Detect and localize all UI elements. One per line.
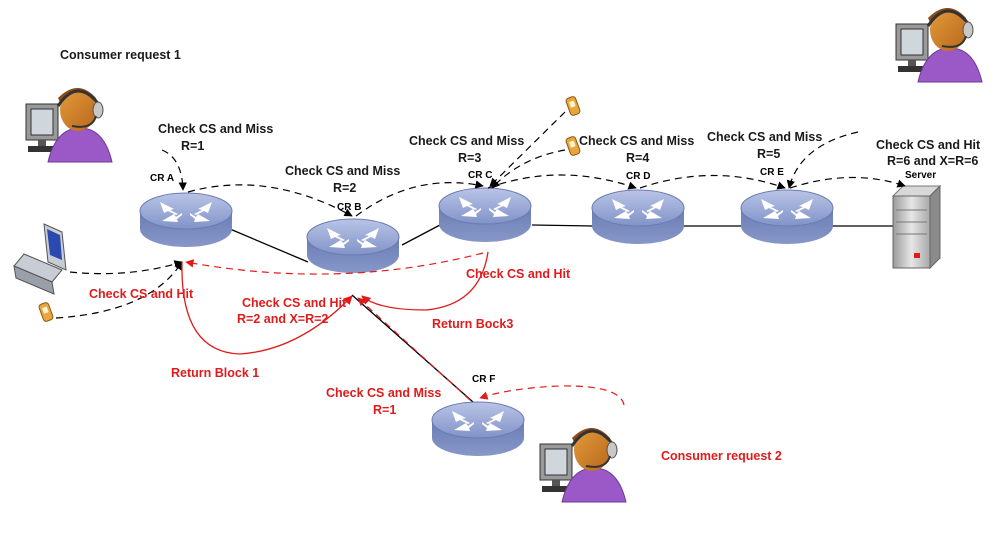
return-arrows: [181, 251, 489, 355]
arrow-c-d: [487, 174, 637, 190]
router-cr-f: [431, 401, 525, 457]
b-check-label: Check CS and Miss: [285, 164, 400, 178]
cr-c-label: CR C: [468, 170, 492, 181]
arrow-c-a-red: [185, 252, 484, 275]
pager-icon-1: [37, 301, 55, 323]
consumer-1-icon: [24, 86, 114, 164]
mobile-phone-icon: [13, 223, 67, 295]
d-r-label: R=4: [626, 151, 649, 165]
b-r-label: R=2: [333, 181, 356, 195]
consumer-request-1-label: Consumer request 1: [60, 48, 181, 62]
arrow-pager2-c: [489, 111, 566, 187]
arrow-phone-a: [69, 260, 183, 275]
e-check-label: Check CS and Miss: [707, 130, 822, 144]
return-bock3-arrow: [361, 251, 489, 311]
consumer-2-icon: [538, 426, 628, 504]
arrow-e-server: [789, 176, 906, 189]
c-hit-label: Check CS and Hit: [466, 267, 571, 281]
e-r-label: R=5: [757, 147, 780, 161]
return-block1-label: Return Block 1: [171, 366, 259, 380]
link-c-d: [531, 224, 595, 227]
f-check-label: Check CS and Miss: [326, 386, 441, 400]
f-r-label: R=1: [373, 403, 396, 417]
router-cr-e: [740, 189, 834, 245]
router-cr-c: [438, 187, 532, 243]
cr-f-label: CR F: [472, 374, 495, 385]
cr-d-label: CR D: [626, 171, 650, 182]
cr-b-label: CR B: [337, 202, 361, 213]
arrow-pager3-c: [491, 149, 566, 189]
router-cr-b: [306, 218, 400, 274]
cr-a-label: CR A: [150, 173, 174, 184]
c-r-label: R=3: [458, 151, 481, 165]
return-bock3-label: Return Bock3: [432, 317, 513, 331]
router-cr-a: [139, 192, 233, 248]
arrow-consumer1-a: [161, 149, 187, 191]
arrow-a-b: [187, 184, 353, 217]
pager-icon-2: [564, 95, 582, 117]
router-cr-d: [591, 189, 685, 245]
b-hit-r-label: R=2 and X=R=2: [237, 312, 328, 326]
a-r-label: R=1: [181, 139, 204, 153]
consumer-request-2-label: Consumer request 2: [661, 449, 782, 463]
phone-hit-label: Check CS and Hit: [89, 287, 194, 301]
c-check-label: Check CS and Miss: [409, 134, 524, 148]
link-b-f: [351, 294, 474, 403]
server-user-icon: [894, 6, 984, 84]
d-check-label: Check CS and Miss: [579, 134, 694, 148]
arrow-user-e: [786, 131, 859, 189]
arrow-f-b-red: [357, 297, 471, 401]
arrow-b-c: [355, 180, 484, 217]
server-check-label: Check CS and Hit: [876, 138, 981, 152]
return-block1-arrow: [181, 261, 353, 355]
red-dashed-arrows: [185, 252, 625, 406]
server-r-label: R=6 and X=R=6: [887, 154, 978, 168]
request-arrows: [55, 111, 906, 319]
link-lines: [229, 224, 894, 403]
server-icon: [891, 184, 942, 270]
arrow-d-e: [639, 174, 786, 190]
link-b-c: [401, 224, 441, 246]
b-hit-label: Check CS and Hit: [242, 296, 347, 310]
arrow-consumer2-f-red: [479, 385, 625, 406]
server-label: Server: [905, 170, 936, 181]
a-check-label: Check CS and Miss: [158, 122, 273, 136]
link-a-b: [229, 228, 309, 263]
cr-e-label: CR E: [760, 167, 784, 178]
